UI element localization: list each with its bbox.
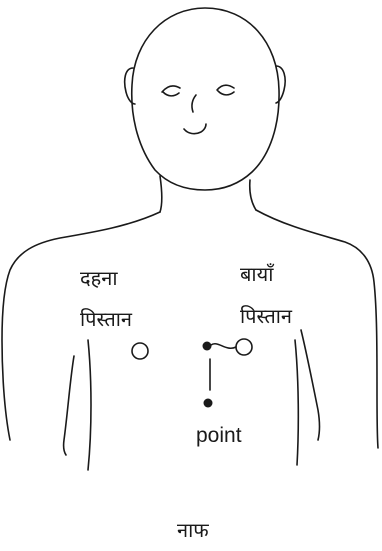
point-label: point xyxy=(196,425,242,446)
upper-point-marker xyxy=(203,342,212,351)
neck-right xyxy=(250,180,256,210)
right-breast-nipple xyxy=(132,343,148,359)
left-breast-label: पिस्तान xyxy=(240,306,292,326)
left-eye xyxy=(162,86,180,96)
right-side-label: दहना xyxy=(80,268,118,288)
right-eye xyxy=(217,85,234,95)
left-arm-crease xyxy=(64,356,74,455)
left-inner-arm-line xyxy=(88,340,91,470)
right-arm-crease xyxy=(301,330,320,440)
right-breast-label: पिस्तान xyxy=(80,309,132,329)
neck-left xyxy=(160,176,162,212)
mouth xyxy=(184,124,206,134)
left-breast-nipple xyxy=(236,339,252,355)
nose xyxy=(192,95,196,112)
lower-point-marker xyxy=(204,399,213,408)
right-inner-arm-line xyxy=(295,340,298,465)
right-shoulder-outline xyxy=(256,210,378,448)
head-outline xyxy=(132,8,279,190)
left-side-label: बायाँ xyxy=(240,264,273,284)
connector-line xyxy=(211,344,236,348)
navel-label: नाफ xyxy=(177,520,209,540)
